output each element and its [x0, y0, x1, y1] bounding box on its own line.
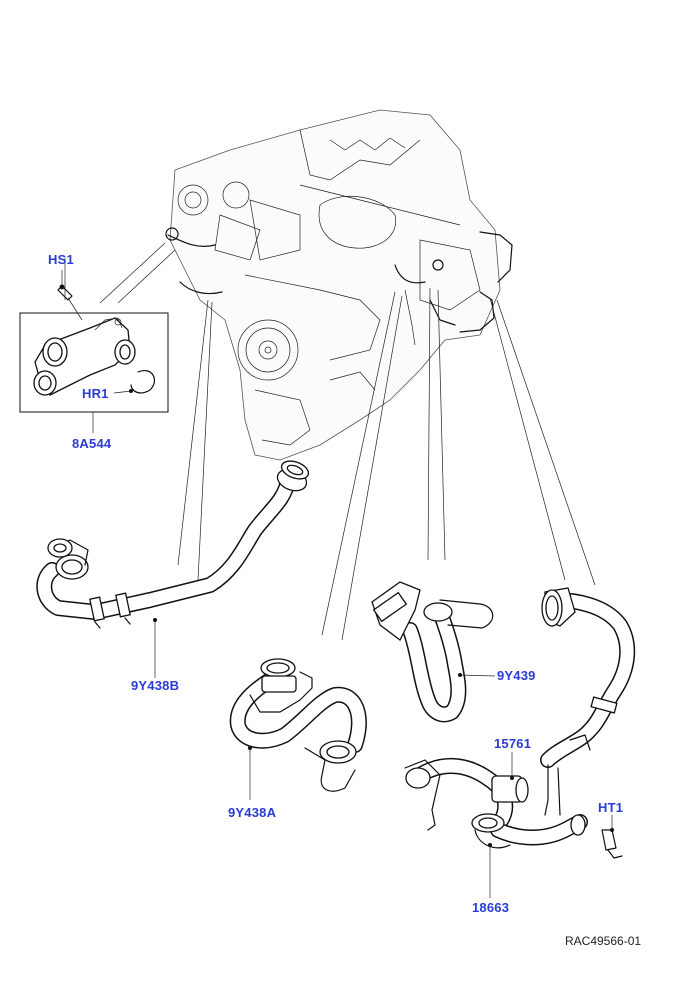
label-9y438a: 9Y438A	[228, 805, 277, 820]
label-15761: 15761	[494, 736, 532, 751]
hose-9y439	[371, 581, 496, 723]
label-18663: 18663	[472, 900, 510, 915]
hose-9y438a	[229, 658, 367, 800]
label-9y438b: 9Y438B	[131, 678, 180, 693]
label-9y439: 9Y439	[497, 668, 536, 683]
reference-code: RAC49566-01	[565, 934, 642, 948]
leader-lines	[99, 242, 596, 641]
label-ht1: HT1	[598, 800, 624, 815]
engine-assembly	[165, 109, 513, 461]
hose-assembly-15761-18663	[404, 587, 636, 898]
bolt-ht1	[601, 815, 623, 859]
housing-8a544	[19, 258, 169, 413]
label-8a544: 8A544	[72, 436, 112, 451]
bolt-hs1	[57, 270, 83, 321]
label-hr1: HR1	[82, 386, 109, 401]
hose-9y438b	[36, 460, 310, 678]
label-hs1: HS1	[48, 252, 74, 267]
